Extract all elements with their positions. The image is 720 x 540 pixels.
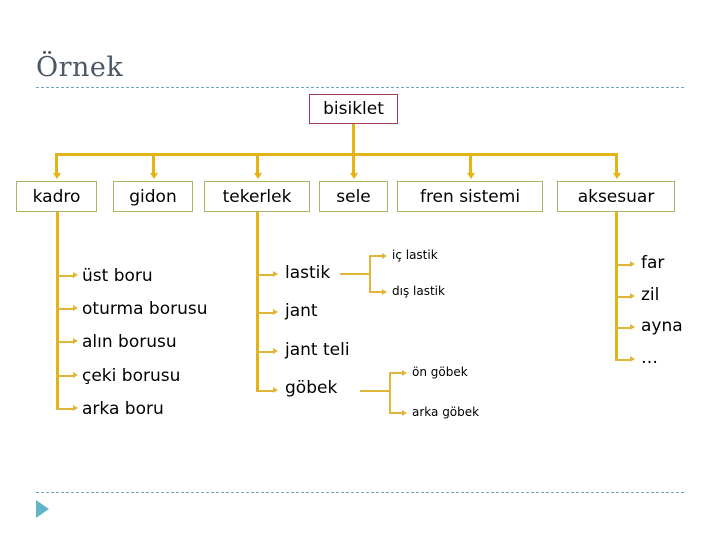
- connector-kadro-stub-2: [56, 308, 74, 310]
- arrowhead-far: [630, 260, 635, 267]
- arrowhead-zil: [630, 292, 635, 299]
- leaf-jant-teli: jant teli: [285, 340, 350, 360]
- connector-kadro-stub-5: [56, 408, 74, 410]
- arrowhead-tekerlek: [253, 173, 262, 179]
- leaf-arka-boru: arka boru: [82, 399, 164, 419]
- connector-tekerlek-stub-4: [256, 390, 274, 392]
- arrowhead-ayna: [630, 323, 635, 330]
- arrowhead-ellipsis: [630, 355, 635, 362]
- node-tekerlek-label: tekerlek: [222, 186, 292, 207]
- node-sele-label: sele: [336, 186, 371, 207]
- arrowhead-jant-teli: [273, 347, 278, 354]
- connector-gobek-trunk: [360, 390, 390, 392]
- connector-lastik-split: [369, 255, 371, 293]
- connector-drop-kadro: [55, 153, 58, 174]
- arrowhead-alin-borusu: [73, 337, 78, 344]
- leaf-ceki-borusu: çeki borusu: [82, 366, 181, 386]
- node-fren-sistemi-label: fren sistemi: [419, 186, 521, 207]
- connector-drop-aksesuar: [615, 153, 618, 174]
- arrowhead-lastik: [273, 270, 278, 277]
- connector-aksesuar-stub-3: [615, 327, 631, 329]
- connector-on-gobek-stub: [389, 372, 403, 374]
- connector-ic-lastik-stub: [369, 255, 383, 257]
- connector-level2-bus: [55, 153, 617, 156]
- connector-tekerlek-stub-3: [256, 351, 274, 353]
- connector-drop-fren: [469, 153, 472, 174]
- leaf-far: far: [641, 253, 665, 273]
- connector-kadro-stub-1: [56, 275, 74, 277]
- leaf-dis-lastik: dış lastik: [392, 284, 445, 298]
- title-divider: [36, 87, 684, 88]
- arrowhead-dis-lastik: [382, 288, 387, 295]
- connector-aksesuar-stub-2: [615, 296, 631, 298]
- connector-kadro-stub-4: [56, 375, 74, 377]
- node-tekerlek[interactable]: tekerlek: [204, 181, 310, 212]
- connector-drop-gidon: [152, 153, 155, 174]
- footer-divider: [36, 492, 684, 493]
- leaf-gobek: göbek: [285, 378, 338, 398]
- leaf-ayna: ayna: [641, 316, 683, 336]
- arrowhead-kadro: [52, 173, 61, 179]
- node-aksesuar[interactable]: aksesuar: [557, 181, 675, 212]
- arrowhead-gidon: [149, 173, 158, 179]
- leaf-ellipsis: …: [641, 348, 658, 368]
- connector-aksesuar-stub-1: [615, 264, 631, 266]
- node-gidon-label: gidon: [129, 186, 177, 207]
- node-kadro-label: kadro: [32, 186, 81, 207]
- connector-tekerlek-spine: [256, 212, 259, 390]
- leaf-ic-lastik: iç lastik: [392, 248, 438, 262]
- connector-tekerlek-stub-2: [256, 312, 274, 314]
- connector-aksesuar-spine: [615, 212, 618, 359]
- node-kadro[interactable]: kadro: [16, 181, 97, 212]
- connector-tekerlek-stub-1: [256, 274, 274, 276]
- node-aksesuar-label: aksesuar: [577, 186, 655, 207]
- connector-gobek-split: [389, 372, 391, 414]
- node-fren-sistemi[interactable]: fren sistemi: [397, 181, 543, 212]
- leaf-oturma-borusu: oturma borusu: [82, 299, 208, 319]
- node-bisiklet[interactable]: bisiklet: [309, 94, 398, 124]
- arrowhead-jant: [273, 308, 278, 315]
- arrowhead-sele: [349, 173, 358, 179]
- connector-lastik-trunk: [340, 273, 370, 275]
- arrowhead-fren: [466, 173, 475, 179]
- play-triangle-icon[interactable]: [36, 500, 49, 518]
- node-gidon[interactable]: gidon: [113, 181, 193, 212]
- connector-dis-lastik-stub: [369, 291, 383, 293]
- connector-kadro-spine: [56, 212, 59, 408]
- arrowhead-ceki-borusu: [73, 371, 78, 378]
- arrowhead-arka-boru: [73, 404, 78, 411]
- node-sele[interactable]: sele: [319, 181, 388, 212]
- leaf-jant: jant: [285, 301, 318, 321]
- page-title: Örnek: [36, 52, 124, 83]
- connector-drop-tekerlek: [256, 153, 259, 174]
- connector-root-stem: [352, 124, 355, 154]
- arrowhead-ic-lastik: [382, 252, 387, 259]
- leaf-alin-borusu: alın borusu: [82, 332, 177, 352]
- arrowhead-aksesuar: [612, 173, 621, 179]
- arrowhead-on-gobek: [402, 369, 407, 376]
- leaf-arka-gobek: arka göbek: [412, 405, 480, 419]
- arrowhead-ust-boru: [73, 271, 78, 278]
- leaf-on-gobek: ön göbek: [412, 365, 468, 379]
- arrowhead-arka-gobek: [402, 409, 407, 416]
- leaf-zil: zil: [641, 285, 660, 305]
- arrowhead-gobek: [273, 386, 278, 393]
- connector-kadro-stub-3: [56, 341, 74, 343]
- arrowhead-oturma-borusu: [73, 304, 78, 311]
- leaf-lastik: lastik: [285, 263, 331, 283]
- node-bisiklet-label: bisiklet: [323, 99, 384, 119]
- connector-drop-sele: [352, 153, 355, 174]
- leaf-ust-boru: üst boru: [82, 266, 153, 286]
- connector-aksesuar-stub-4: [615, 359, 631, 361]
- connector-arka-gobek-stub: [389, 412, 403, 414]
